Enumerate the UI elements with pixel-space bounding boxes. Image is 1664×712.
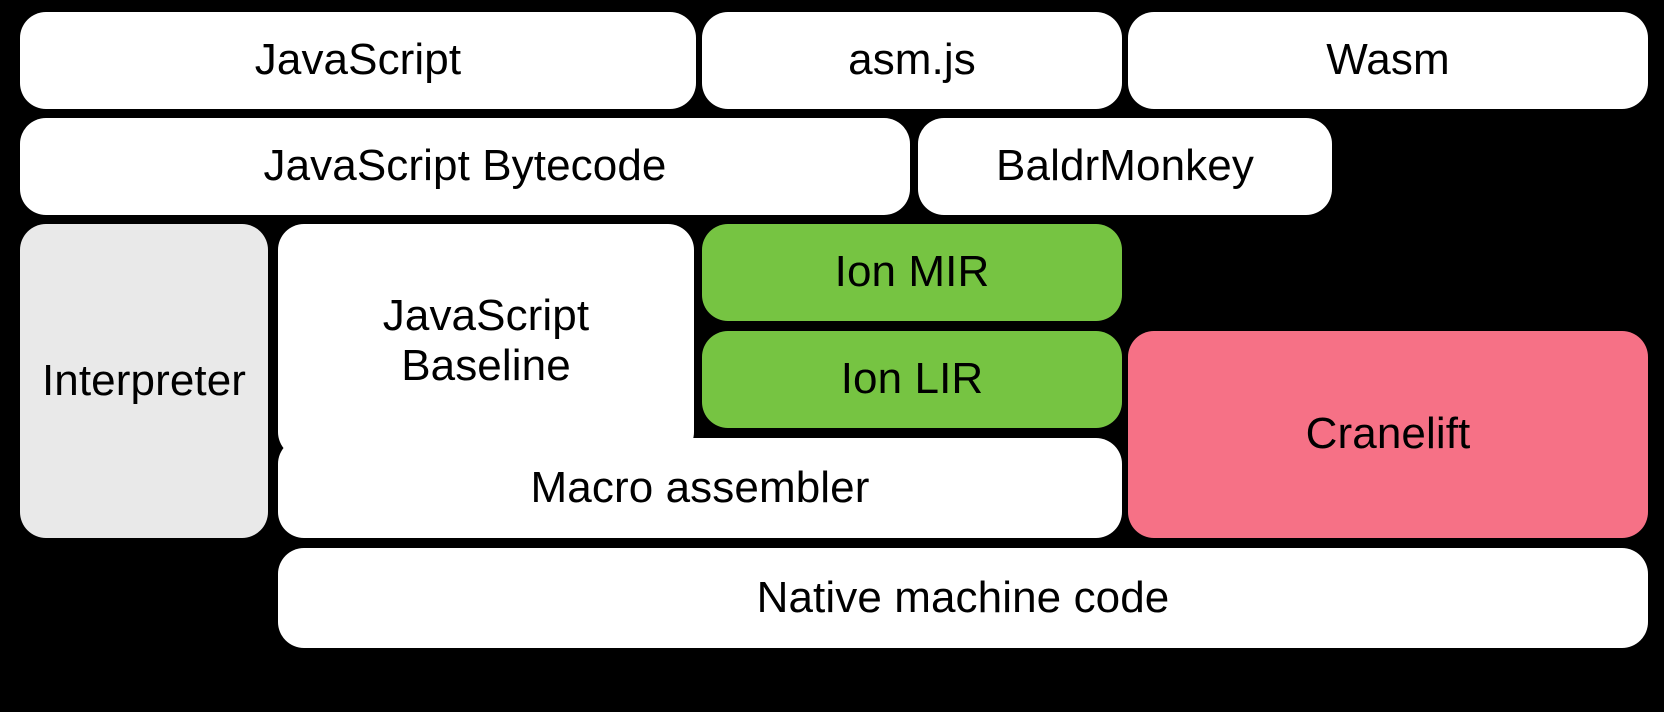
node-ion-mir: Ion MIR (702, 224, 1122, 321)
node-javascript: JavaScript (20, 12, 696, 109)
node-native-machine-code: Native machine code (278, 548, 1648, 648)
node-javascript-bytecode: JavaScript Bytecode (20, 118, 910, 215)
node-interpreter: Interpreter (20, 224, 268, 538)
node-macro-assembler: Macro assembler (278, 438, 1122, 538)
node-cranelift: Cranelift (1128, 331, 1648, 538)
node-baldrmonkey: BaldrMonkey (918, 118, 1332, 215)
node-asm-js: asm.js (702, 12, 1122, 109)
node-ion-lir: Ion LIR (702, 331, 1122, 428)
node-wasm: Wasm (1128, 12, 1648, 109)
node-javascript-baseline: JavaScript Baseline (278, 224, 694, 458)
